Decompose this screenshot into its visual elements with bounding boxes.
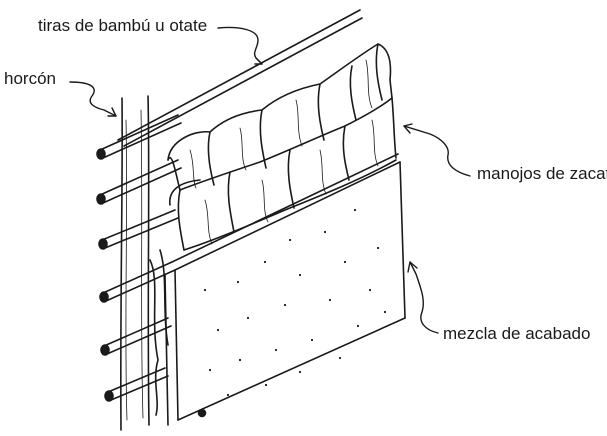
label-bamboo-strips: tiras de bambú u otate bbox=[38, 16, 208, 35]
label-post: horcón bbox=[4, 69, 56, 88]
leader-manojos bbox=[403, 125, 471, 177]
grass-bundles bbox=[149, 43, 397, 416]
leader-mezcla bbox=[409, 261, 439, 334]
label-finish-mix: mezcla de acabado bbox=[443, 324, 591, 343]
leader-horcon bbox=[69, 81, 117, 117]
leader-tiras bbox=[217, 26, 263, 65]
plaster-stipple bbox=[203, 208, 387, 397]
label-grass-bundles: manojos de zacate bbox=[477, 164, 607, 183]
leader-lines bbox=[69, 26, 471, 334]
post-horcon bbox=[119, 95, 150, 431]
plaster-panel bbox=[164, 153, 406, 426]
bamboo-strips bbox=[117, 9, 363, 147]
